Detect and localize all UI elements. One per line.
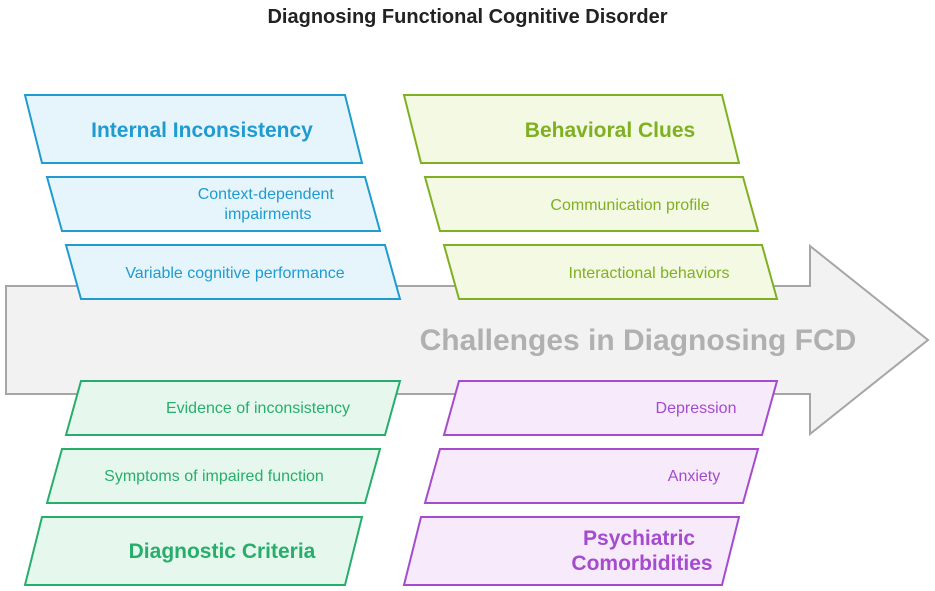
context-dependent-label: Context-dependent impairments (198, 186, 339, 223)
internal-inconsistency-heading: Internal Inconsistency (91, 119, 313, 142)
group-diagnostic-criteria: Evidence of inconsistency Symptoms of im… (23, 380, 402, 586)
evidence-inconsistency-box (64, 380, 402, 436)
diagram-title: Diagnosing Functional Cognitive Disorder (267, 6, 668, 28)
group-behavioral-clues: Behavioral Clues Communication profile I… (402, 94, 779, 300)
behavioral-clues-heading: Behavioral Clues (525, 119, 695, 142)
symptoms-impaired-box (45, 448, 382, 504)
internal-inconsistency-heading-box (23, 94, 364, 164)
interactional-behaviors-label: Interactional behaviors (569, 265, 730, 282)
communication-profile-label: Communication profile (550, 197, 709, 214)
diagnostic-criteria-heading-box (23, 516, 364, 586)
evidence-inconsistency-label: Evidence of inconsistency (166, 400, 350, 417)
diagnostic-criteria-heading: Diagnostic Criteria (129, 540, 316, 563)
depression-box (442, 380, 779, 436)
depression-label: Depression (656, 400, 737, 417)
center-label: Challenges in Diagnosing FCD (420, 324, 857, 357)
psychiatric-heading-line-2: Comorbidities (571, 552, 712, 575)
variable-performance-box (64, 244, 402, 300)
variable-performance-label: Variable cognitive performance (125, 265, 344, 282)
communication-profile-box (423, 176, 760, 232)
context-dependent-line-2: impairments (224, 206, 311, 223)
symptoms-impaired-label: Symptoms of impaired function (104, 468, 324, 485)
context-dependent-box (45, 176, 382, 232)
interactional-behaviors-box (442, 244, 779, 300)
group-internal-inconsistency: Internal Inconsistency Context-dependent… (23, 94, 402, 300)
behavioral-clues-heading-box (402, 94, 741, 164)
psychiatric-comorbidities-heading: Psychiatric Comorbidities (571, 527, 712, 575)
psychiatric-comorbidities-heading-box (402, 516, 741, 586)
anxiety-label: Anxiety (668, 468, 720, 485)
context-dependent-line-1: Context-dependent (198, 186, 335, 203)
group-psychiatric-comorbidities: Depression Anxiety Psychiatric Comorbidi… (402, 380, 779, 586)
psychiatric-heading-line-1: Psychiatric (583, 527, 695, 550)
anxiety-box (423, 448, 760, 504)
